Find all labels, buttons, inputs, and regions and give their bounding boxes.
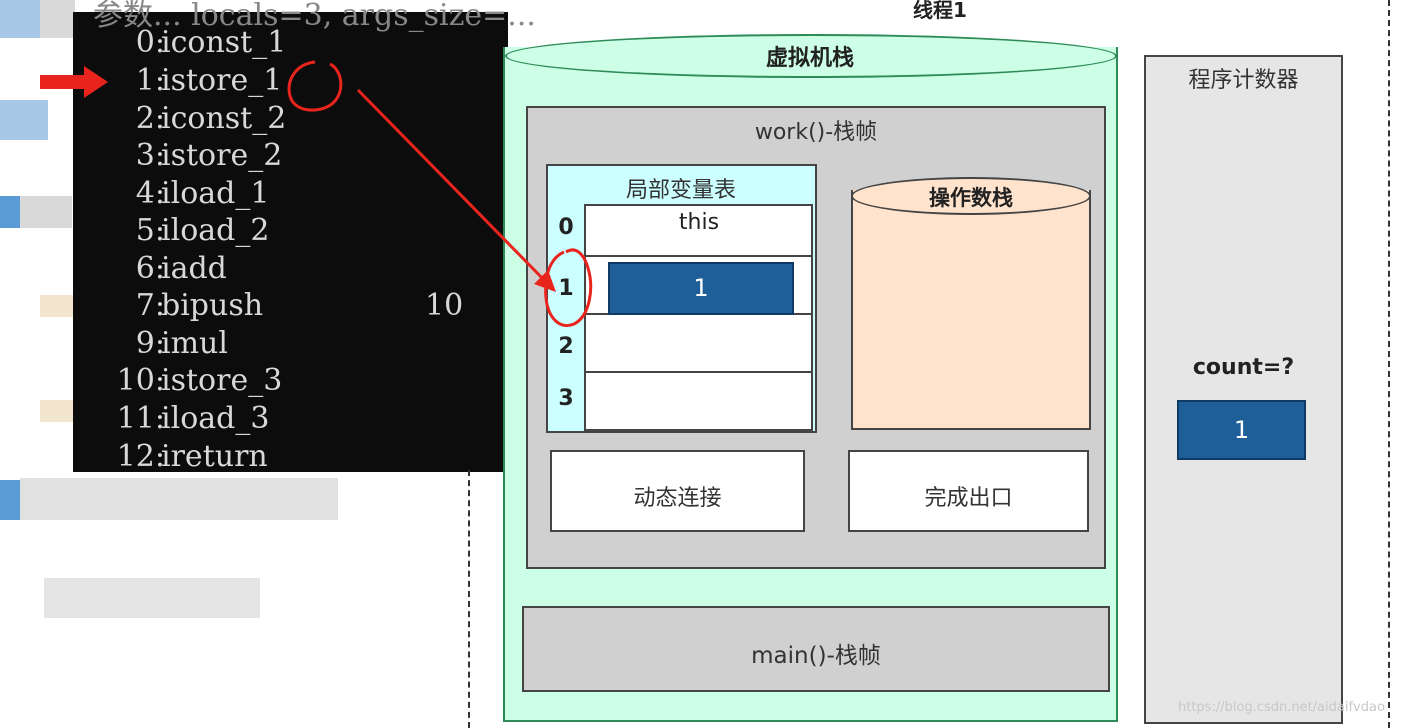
blurred-block <box>0 0 40 38</box>
blurred-block <box>44 578 260 618</box>
blurred-block <box>0 480 20 520</box>
thread-border-left <box>468 470 470 728</box>
pointer-arrow-icon <box>40 66 108 98</box>
bytecode-line: 0:iconst_1 <box>135 25 287 60</box>
bytecode-line: 9:imul <box>135 326 228 361</box>
bytecode-line: 6:iadd <box>135 251 227 286</box>
work-frame-title: work()-栈帧 <box>754 120 878 145</box>
bytecode-line: 11:iload_3 <box>116 401 270 436</box>
lvt-slot-index: 2 <box>558 334 574 359</box>
operand-stack <box>851 190 1091 430</box>
main-stack-frame <box>522 606 1110 692</box>
bytecode-line: 10:istore_3 <box>116 363 283 398</box>
lvt-slot-3 <box>584 371 813 431</box>
return-address-box <box>848 450 1089 532</box>
operand-stack-top <box>851 177 1091 215</box>
local-variable-table-title: 局部变量表 <box>625 178 736 203</box>
vm-stack-top <box>505 34 1117 78</box>
operand-stack-title: 操作数栈 <box>929 186 1013 210</box>
count-value: 1 <box>1177 400 1306 460</box>
blurred-block <box>0 100 48 140</box>
count-label: count=? <box>1192 355 1295 380</box>
thread-border-right <box>1388 0 1390 728</box>
bytecode-line: 2:iconst_2 <box>135 101 287 136</box>
arrowhead-icon <box>534 270 556 292</box>
blurred-block <box>20 478 338 520</box>
connector-line <box>356 88 549 285</box>
bytecode-line: 1:istore_1 <box>135 63 283 98</box>
lvt-slot-index: 0 <box>558 215 574 240</box>
program-counter-title: 程序计数器 <box>1188 68 1299 93</box>
blurred-block <box>40 295 74 317</box>
bytecode-line: 3:istore_2 <box>135 138 283 173</box>
bytecode-line: 4:iload_1 <box>135 176 270 211</box>
main-frame-title: main()-栈帧 <box>751 643 881 669</box>
return-address-label: 完成出口 <box>924 486 1013 511</box>
lvt-slot-index: 1 <box>558 276 574 301</box>
dynamic-linking-label: 动态连接 <box>633 486 722 511</box>
lvt-slot-0-value: this <box>678 210 720 235</box>
lvt-slot-0 <box>584 204 813 257</box>
bytecode-console: 参数... locals=3, args_size=... 0:iconst_1… <box>73 0 536 474</box>
program-counter <box>1144 55 1343 724</box>
blurred-block <box>40 400 74 422</box>
lvt-slot-index: 3 <box>558 386 574 411</box>
blurred-block <box>20 196 72 228</box>
bytecode-line: 12:ireturn <box>116 439 268 474</box>
console-header: 参数... locals=3, args_size=... <box>93 0 536 33</box>
circle-annotation <box>287 60 343 112</box>
blurred-block <box>0 196 20 228</box>
watermark: https://blog.csdn.net/aidaifvdao <box>1178 700 1385 715</box>
vm-stack-title: 虚拟机栈 <box>765 46 854 71</box>
lvt-slot-1-value: 1 <box>608 262 794 315</box>
blurred-block <box>40 0 75 38</box>
bytecode-line: 5:iload_2 <box>135 213 270 248</box>
thread-title: 线程1 <box>913 0 967 22</box>
dynamic-linking-box <box>550 450 805 532</box>
